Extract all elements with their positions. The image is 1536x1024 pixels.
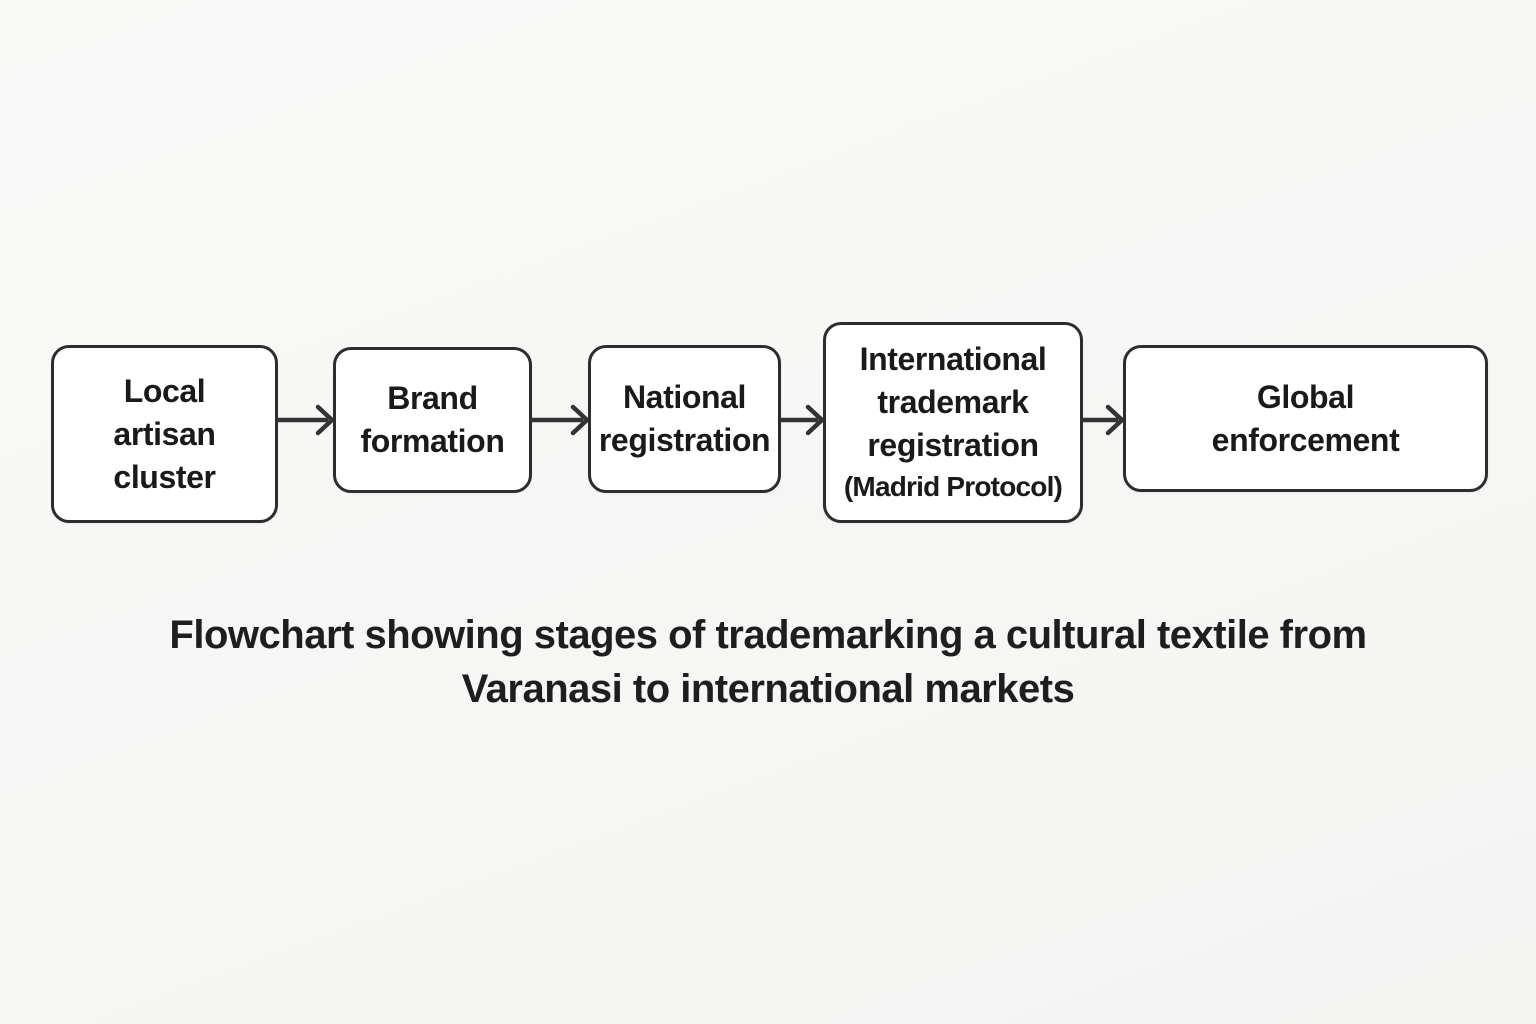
arrow-right-icon [530, 404, 591, 436]
arrow-right-icon [276, 404, 336, 436]
flow-node-local-artisan-cluster: Local artisan cluster [51, 345, 278, 523]
node-label-line: registration [867, 427, 1039, 463]
node-label-line: cluster [113, 458, 216, 495]
node-label-line: Local [123, 372, 206, 409]
flow-node-brand-formation: Brand formation [333, 347, 532, 493]
node-label-line: Brand [387, 380, 478, 416]
node-label-line: International [859, 341, 1047, 377]
arrow-right-icon [779, 404, 826, 436]
node-label-line: National [622, 379, 747, 415]
node-sublabel: (Madrid Protocol) [843, 471, 1063, 502]
flow-node-national-registration: National registration [588, 345, 781, 493]
flow-node-global-enforcement: Global enforcement [1123, 345, 1488, 492]
arrow-right-icon [1081, 404, 1126, 436]
node-label-line: trademark [877, 384, 1029, 420]
flow-node-international-trademark-registration: International trademark registration (Ma… [823, 322, 1083, 523]
node-label-line: registration [598, 422, 771, 458]
node-label-line: artisan [113, 415, 216, 452]
node-label-line: enforcement [1211, 421, 1400, 458]
node-label-line: Global [1256, 378, 1355, 415]
flowchart-caption: Flowchart showing stages of trademarking… [169, 613, 1367, 711]
node-label-line: formation [360, 423, 505, 459]
